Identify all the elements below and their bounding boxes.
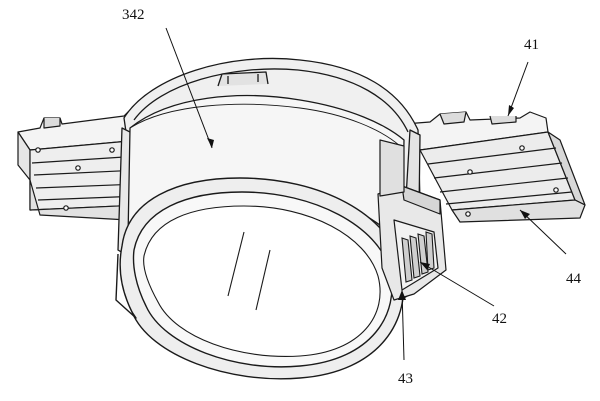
right-mounting-flange	[403, 111, 586, 223]
leader-42	[419, 261, 495, 307]
arrowhead-43	[398, 290, 406, 300]
reference-label-42: 42	[492, 311, 507, 327]
arrowhead-342	[207, 138, 214, 148]
leader-arrowheads	[207, 105, 530, 300]
reference-label-342: 342	[122, 7, 145, 23]
arrowhead-41	[508, 105, 514, 116]
front-ring	[115, 177, 405, 380]
leader-43	[401, 289, 405, 361]
reference-label-41: 41	[524, 37, 539, 53]
vent-slots	[401, 231, 435, 283]
leader-44	[519, 209, 567, 255]
reference-label-43: 43	[398, 371, 413, 387]
reference-label-44: 44	[566, 271, 581, 287]
arrowhead-44	[520, 210, 530, 219]
arrowhead-42	[420, 262, 430, 270]
leader-342	[165, 27, 213, 149]
